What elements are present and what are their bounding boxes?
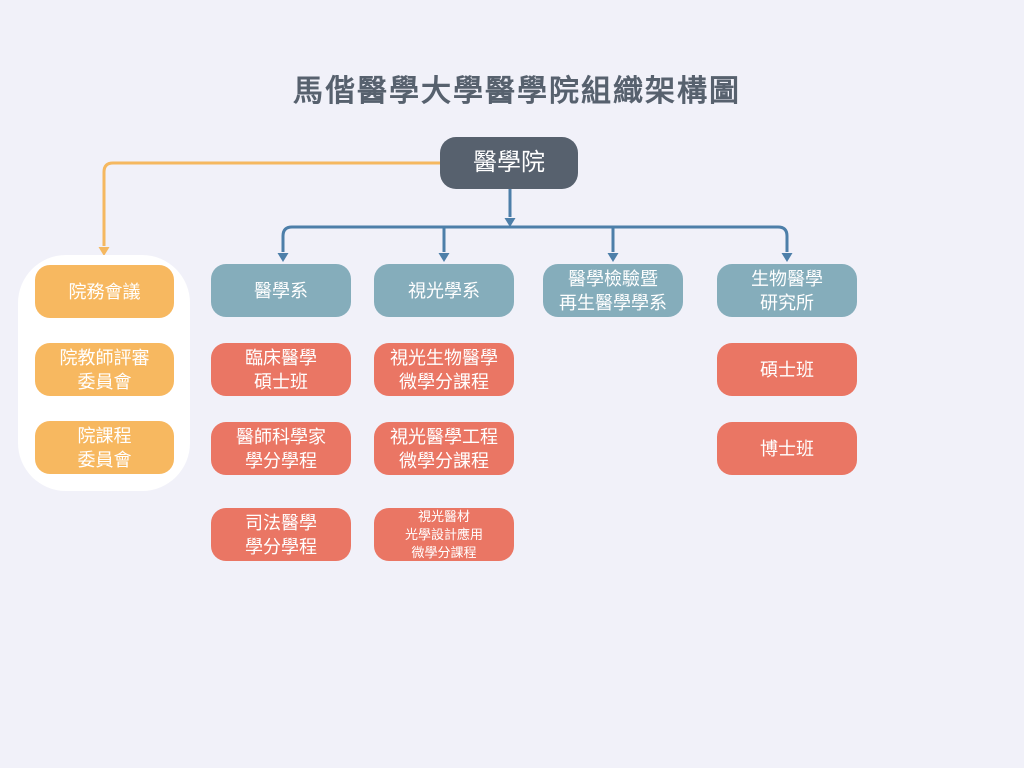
node-curriculum-committee: 院課程 委員會 [35,421,174,474]
node-label-line: 碩士班 [254,371,308,392]
node-dept-medicine: 醫學系 [211,264,351,317]
node-opto-engineering-microcredit: 視光醫學工程 微學分課程 [374,422,514,475]
node-label-line: 微學分課程 [411,544,477,560]
dept4-arrowhead-icon [781,253,793,262]
root-arrowhead-icon [504,218,516,227]
node-label-line: 生物醫學 [751,268,823,289]
node-label: 碩士班 [760,359,814,380]
node-label-line: 視光醫材 [417,508,470,524]
node-teacher-evaluation-committee: 院教師評審 委員會 [35,343,174,396]
node-college: 醫學院 [440,137,578,189]
node-label-line: 研究所 [760,292,814,313]
page-title: 馬偕醫學大學醫學院組織架構圖 [293,75,741,108]
dept1-arrowhead-icon [277,253,289,262]
node-label: 醫學系 [254,280,308,301]
node-label: 視光學系 [408,280,480,301]
node-label-line: 司法醫學 [245,512,317,533]
node-label-line: 學分學程 [245,450,317,471]
node-label-line: 委員會 [77,449,132,470]
node-label-line: 臨床醫學 [245,347,317,368]
connector-committees [102,161,440,246]
dept2-arrowhead-icon [438,253,450,262]
connector-departments-bracket [281,225,789,252]
node-council-meeting: 院務會議 [35,265,174,318]
node-label-line: 微學分課程 [399,371,489,392]
node-biomedical-institute: 生物醫學 研究所 [717,264,857,317]
node-clinical-medicine-masters: 臨床醫學 碩士班 [211,343,351,396]
node-label: 醫學院 [473,149,545,176]
node-dept-medlab-regenerative: 醫學檢驗暨 再生醫學學系 [543,264,683,317]
node-label-line: 視光醫學工程 [390,426,498,447]
node-opto-biomedical-microcredit: 視光生物醫學 微學分課程 [374,343,514,396]
node-forensic-medicine-program: 司法醫學 學分學程 [211,508,351,561]
node-dept-optometry: 視光學系 [374,264,514,317]
node-physician-scientist-program: 醫師科學家 學分學程 [211,422,351,475]
dept3-arrowhead-icon [607,253,619,262]
node-label-line: 微學分課程 [399,450,489,471]
node-label-line: 醫師科學家 [236,426,326,447]
node-label-line: 再生醫學學系 [559,292,667,313]
node-doctoral-program: 博士班 [717,422,857,475]
node-label-line: 學分學程 [245,536,317,557]
committee-arrowhead-icon [98,247,110,256]
node-label-line: 光學設計應用 [404,526,483,542]
node-label-line: 院課程 [77,425,132,446]
node-label: 博士班 [760,438,814,459]
node-label-line: 院教師評審 [59,347,150,368]
node-opto-materials-microcredit: 視光醫材 光學設計應用 微學分課程 [374,508,514,561]
node-label-line: 視光生物醫學 [390,347,498,368]
node-label-line: 醫學檢驗暨 [568,268,658,289]
node-label-line: 委員會 [77,371,132,392]
node-masters-program: 碩士班 [717,343,857,396]
node-label: 院務會議 [68,281,141,302]
